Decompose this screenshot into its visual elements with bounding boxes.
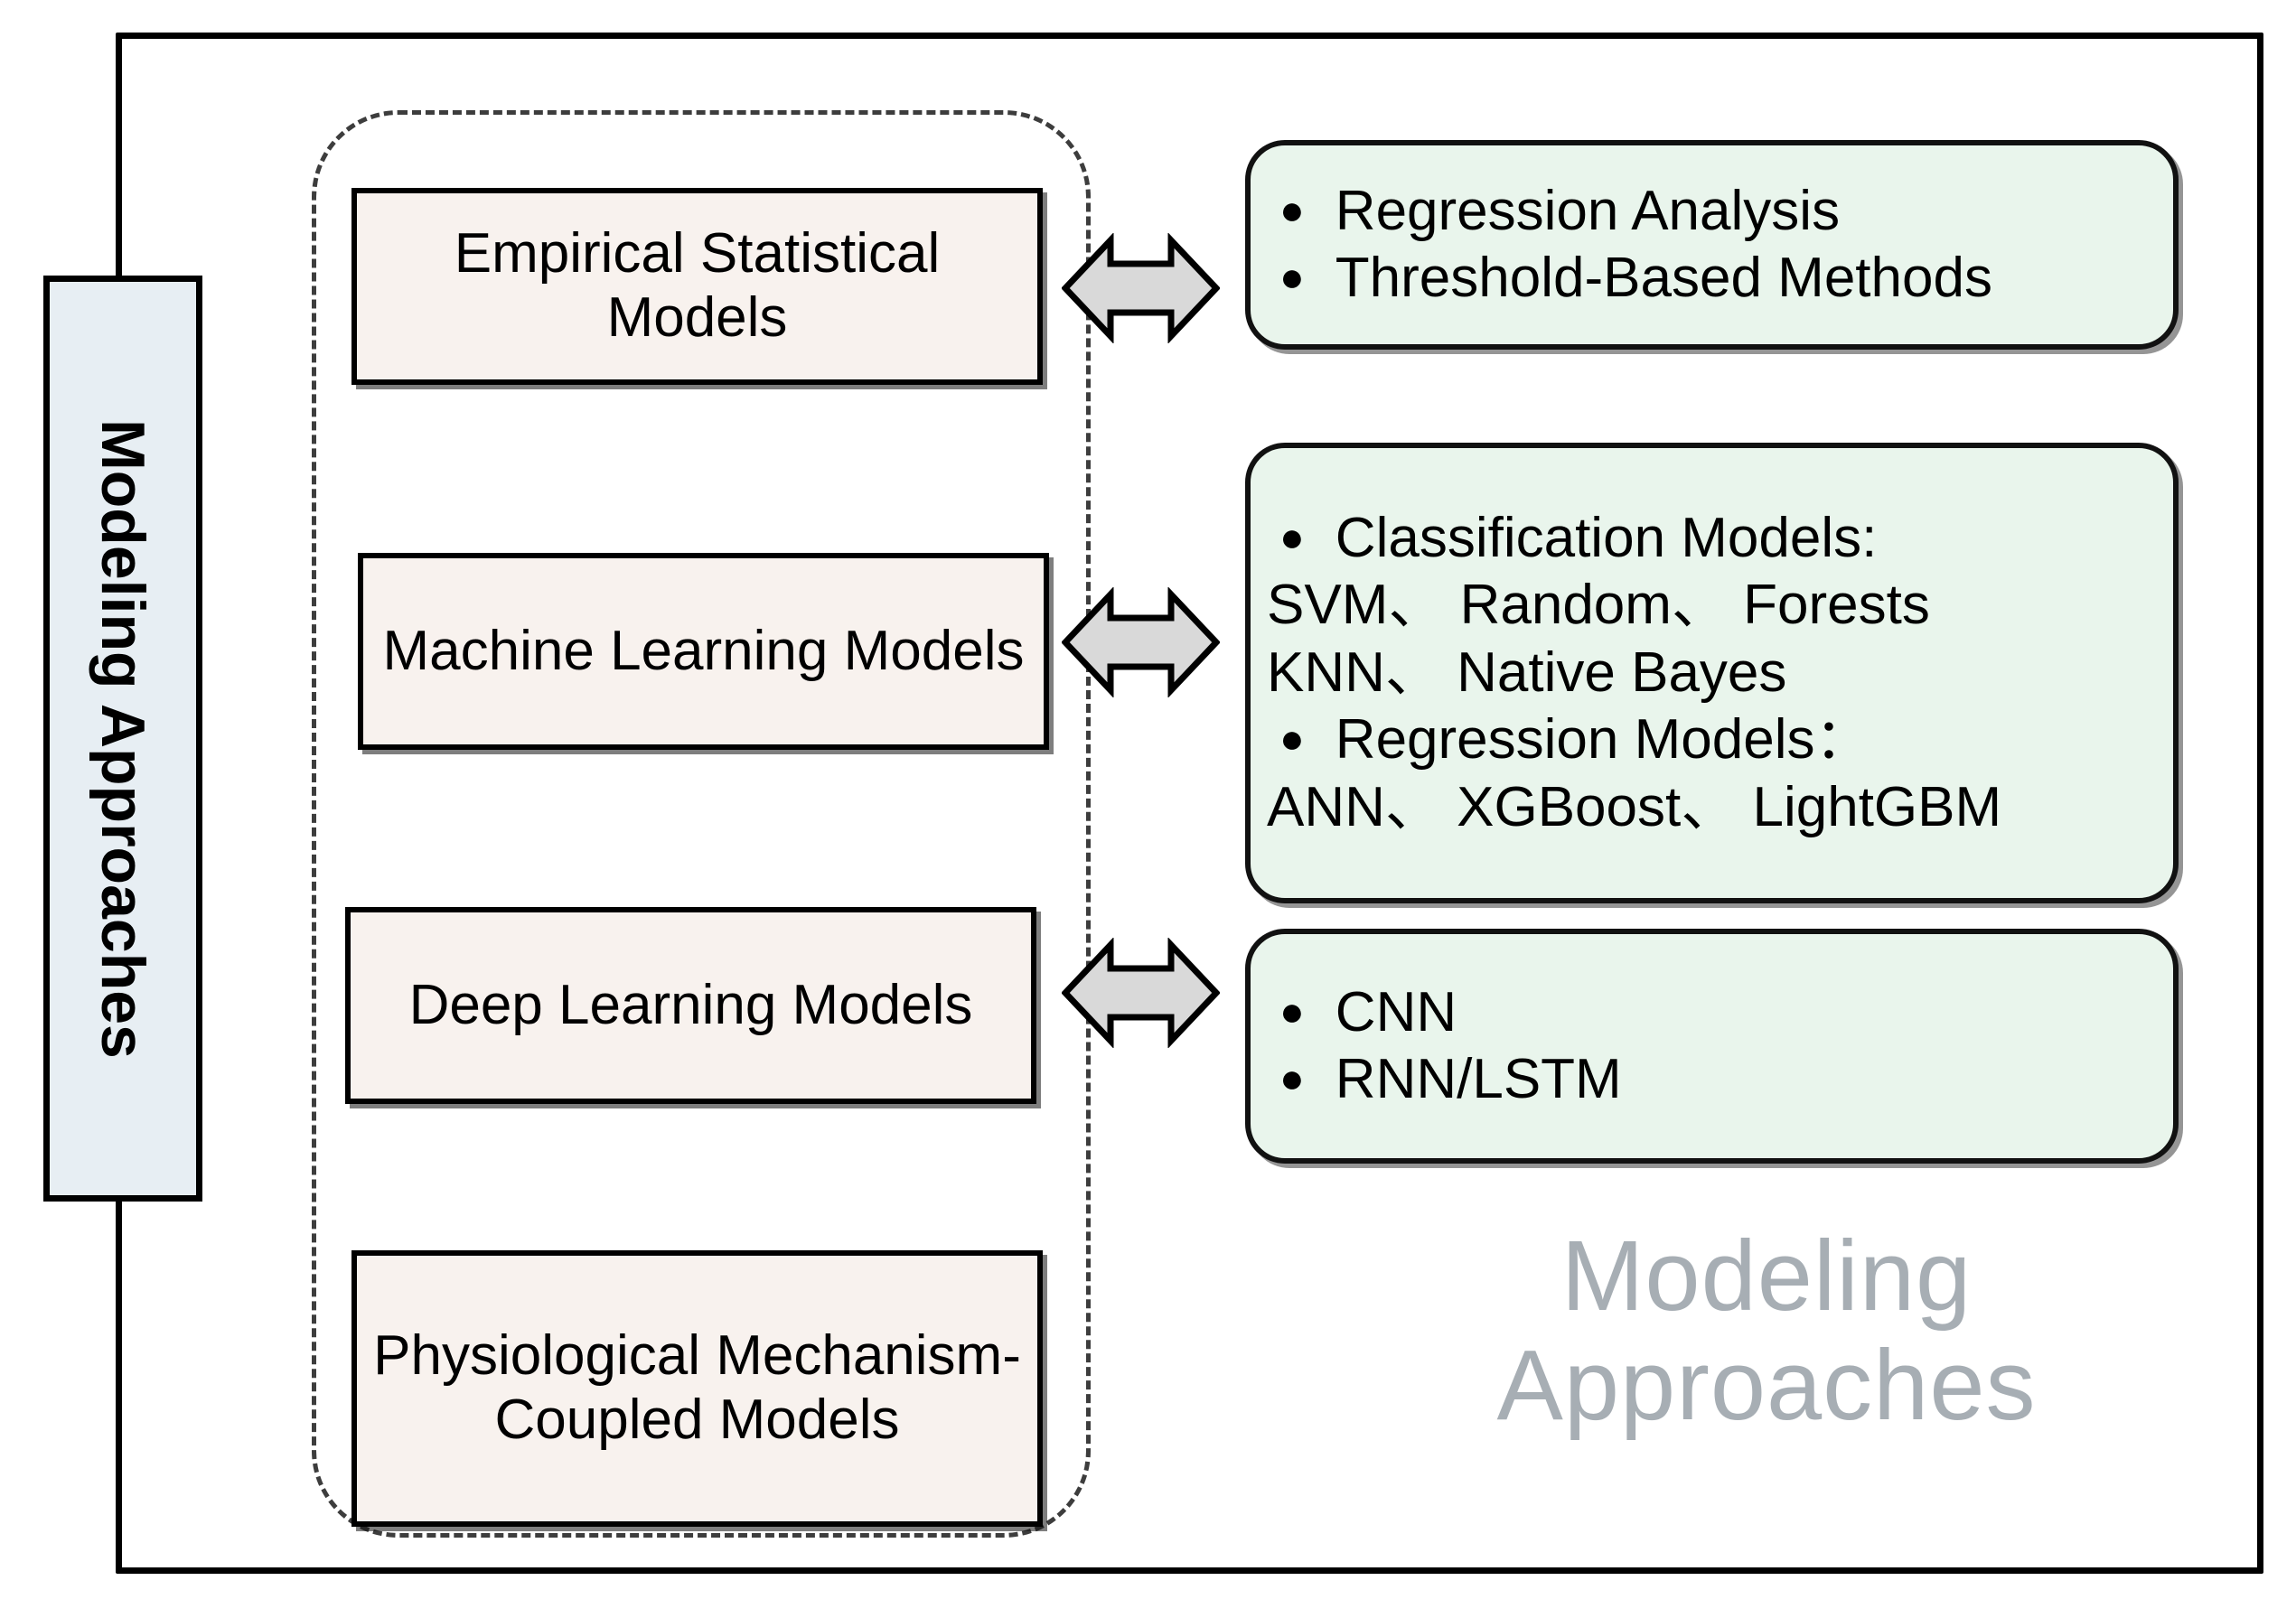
side-title-bar: Modeling Approaches xyxy=(43,276,202,1202)
category-box-empirical-statistical[interactable]: Empirical Statistical Models xyxy=(351,188,1043,385)
method-item: ANN、 XGBoost、 LightGBM xyxy=(1267,775,2002,838)
method-item: Regression Analysis xyxy=(1267,178,2155,245)
method-item: KNN、 Native Bayes xyxy=(1267,641,1787,704)
category-box-deep-learning[interactable]: Deep Learning Models xyxy=(345,907,1036,1104)
method-box-statistical[interactable]: Regression Analysis Threshold-Based Meth… xyxy=(1245,140,2179,350)
method-item: Threshold-Based Methods xyxy=(1267,245,2155,312)
double-arrow-deep-learning-icon xyxy=(1062,938,1220,1048)
method-box-machine-learning[interactable]: Classification Models: SVM、 Random、 Fore… xyxy=(1245,443,2179,903)
method-item: RNN/LSTM xyxy=(1267,1046,2155,1113)
method-item: CNN xyxy=(1267,979,2155,1046)
model-category-group xyxy=(312,110,1091,1538)
watermark-line-2: Approaches xyxy=(1496,1330,2037,1441)
category-box-physiological-mechanism-coupled[interactable]: Physiological Mechanism-Coupled Models xyxy=(351,1250,1043,1527)
method-item: Classification Models: xyxy=(1267,505,2155,572)
category-box-machine-learning[interactable]: Machine Learning Models xyxy=(358,553,1049,750)
watermark-line-1: Modeling xyxy=(1560,1221,1973,1332)
watermark-label: Modeling Approaches xyxy=(1405,1221,2128,1440)
method-item: Regression Models： xyxy=(1267,706,2155,773)
method-box-deep-learning[interactable]: CNN RNN/LSTM xyxy=(1245,929,2179,1164)
method-item: SVM、 Random、 Forests xyxy=(1267,574,1930,637)
double-arrow-empirical-statistical-icon xyxy=(1062,233,1220,343)
side-title-label: Modeling Approaches xyxy=(89,418,158,1059)
double-arrow-machine-learning-icon xyxy=(1062,587,1220,697)
